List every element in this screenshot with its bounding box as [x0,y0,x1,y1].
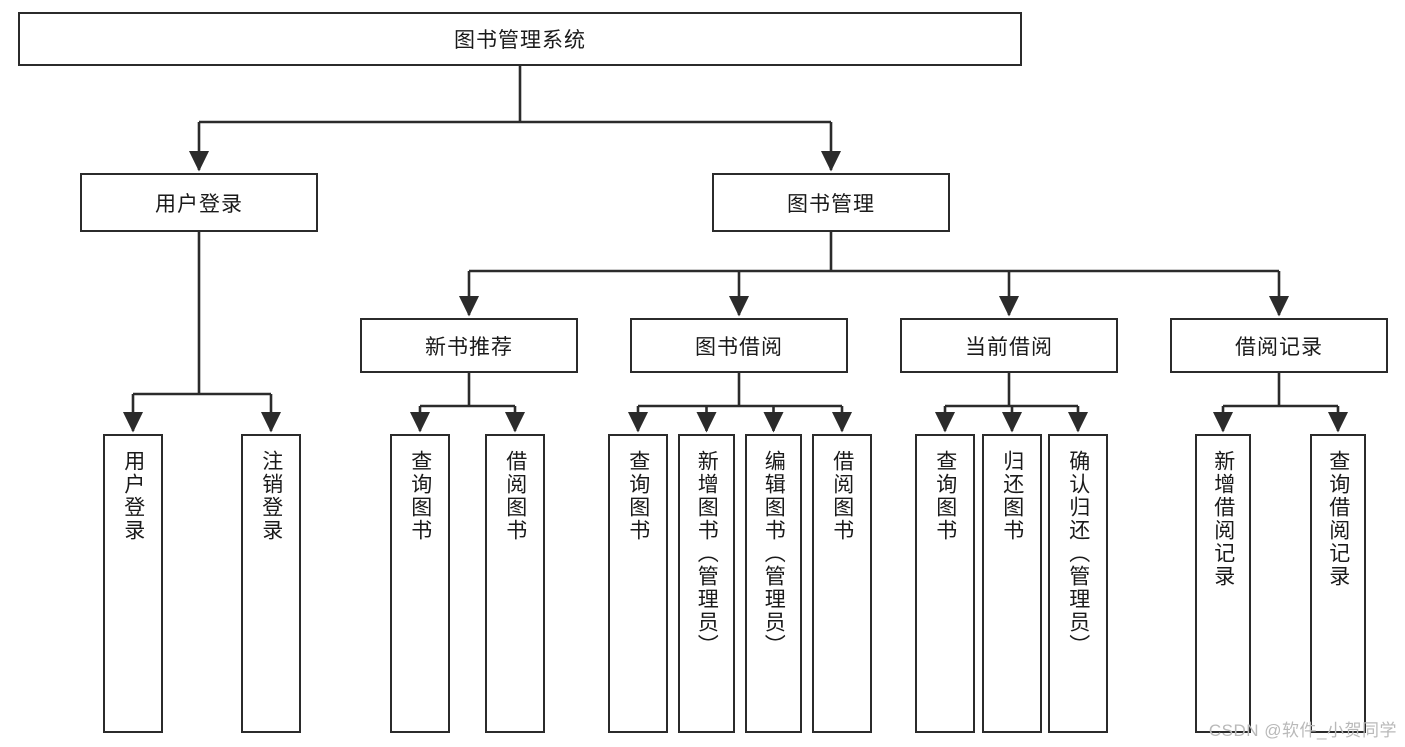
leaf-node-5[interactable]: 查询图书 [608,434,668,733]
leaf-node-3-label: 查询图书 [408,450,432,542]
level2-node-2[interactable]: 图书借阅 [630,318,848,373]
leaf-node-4[interactable]: 借阅图书 [485,434,545,733]
leaf-node-6[interactable]: 新增图书（管理员） [678,434,735,733]
level1-node-1-label: 用户登录 [155,192,243,216]
level2-node-3[interactable]: 当前借阅 [900,318,1118,373]
leaf-node-9[interactable]: 查询图书 [915,434,975,733]
leaf-node-13[interactable]: 查询借阅记录 [1310,434,1366,733]
leaf-node-12-label: 新增借阅记录 [1211,450,1235,588]
leaf-node-8[interactable]: 借阅图书 [812,434,872,733]
level1-node-2[interactable]: 图书管理 [712,173,950,232]
level1-node-1[interactable]: 用户登录 [80,173,318,232]
leaf-node-1-label: 用户登录 [121,450,145,542]
leaf-node-11-label: 确认归还（管理员） [1066,450,1090,657]
level2-node-4[interactable]: 借阅记录 [1170,318,1388,373]
level2-node-2-label: 图书借阅 [695,335,783,359]
leaf-node-6-label: 新增图书（管理员） [695,450,719,657]
leaf-node-7[interactable]: 编辑图书（管理员） [745,434,802,733]
level2-node-1[interactable]: 新书推荐 [360,318,578,373]
leaf-node-10-label: 归还图书 [1000,450,1024,542]
level1-node-2-label: 图书管理 [787,192,875,216]
leaf-node-13-label: 查询借阅记录 [1326,450,1350,588]
root-node-book-management-system[interactable]: 图书管理系统 [18,12,1022,66]
level2-node-4-label: 借阅记录 [1235,335,1323,359]
leaf-node-4-label: 借阅图书 [503,450,527,542]
leaf-node-5-label: 查询图书 [626,450,650,542]
root-node-book-management-system-label: 图书管理系统 [454,29,586,52]
leaf-node-7-label: 编辑图书（管理员） [762,450,786,657]
leaf-node-2[interactable]: 注销登录 [241,434,301,733]
level2-node-3-label: 当前借阅 [965,335,1053,359]
level2-node-1-label: 新书推荐 [425,335,513,359]
leaf-node-8-label: 借阅图书 [830,450,854,542]
watermark: CSDN @软件_小贺同学 [1208,721,1397,740]
leaf-node-2-label: 注销登录 [259,450,283,542]
leaf-node-11[interactable]: 确认归还（管理员） [1048,434,1108,733]
leaf-node-9-label: 查询图书 [933,450,957,542]
leaf-node-1[interactable]: 用户登录 [103,434,163,733]
leaf-node-12[interactable]: 新增借阅记录 [1195,434,1251,733]
leaf-node-10[interactable]: 归还图书 [982,434,1042,733]
leaf-node-3[interactable]: 查询图书 [390,434,450,733]
